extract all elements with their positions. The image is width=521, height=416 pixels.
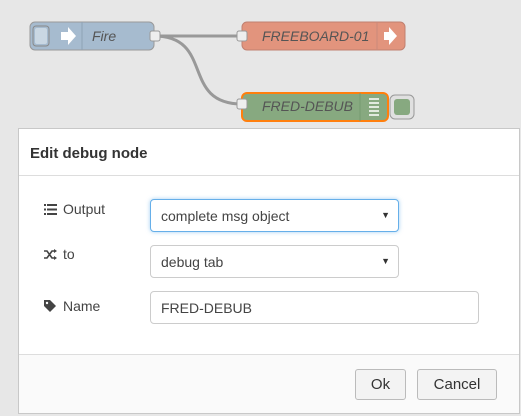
to-select[interactable]: debug tab ▼ bbox=[150, 245, 399, 278]
inject-node-fire[interactable]: Fire bbox=[29, 21, 161, 51]
flow-canvas: Fire FREEBOARD-01 FRED-DEBUB bbox=[29, 21, 415, 122]
dialog-footer: Ok Cancel bbox=[19, 354, 519, 413]
caret-down-icon: ▼ bbox=[381, 256, 390, 266]
name-input[interactable] bbox=[150, 291, 479, 324]
debug-node-label: FRED-DEBUB bbox=[262, 98, 353, 114]
list-icon bbox=[369, 98, 379, 116]
shuffle-icon bbox=[44, 248, 58, 260]
output-port[interactable] bbox=[149, 30, 161, 42]
to-select-value: debug tab bbox=[161, 253, 224, 270]
output-select-value: complete msg object bbox=[161, 207, 290, 224]
input-port[interactable] bbox=[236, 30, 248, 42]
output-node-freeboard[interactable]: FREEBOARD-01 bbox=[236, 21, 406, 51]
caret-down-icon: ▼ bbox=[381, 210, 390, 220]
to-label: to bbox=[63, 246, 75, 262]
name-label: Name bbox=[63, 298, 101, 314]
name-row: Name bbox=[44, 298, 100, 314]
dialog-title: Edit debug node bbox=[19, 129, 519, 176]
arrow-right-icon bbox=[61, 27, 76, 45]
input-port[interactable] bbox=[236, 98, 248, 110]
edit-debug-node-dialog: Edit debug node Output complete msg obje… bbox=[18, 128, 520, 414]
output-row: Output bbox=[44, 201, 105, 217]
cancel-button[interactable]: Cancel bbox=[417, 369, 497, 400]
ok-button[interactable]: Ok bbox=[355, 369, 406, 400]
output-select[interactable]: complete msg object ▼ bbox=[150, 199, 399, 232]
output-label: Output bbox=[63, 201, 106, 217]
tag-icon bbox=[44, 300, 58, 312]
output-node-label: FREEBOARD-01 bbox=[262, 28, 369, 44]
wire-fire-to-debug[interactable] bbox=[153, 34, 243, 106]
list-icon bbox=[44, 203, 58, 215]
to-row: to bbox=[44, 246, 75, 262]
inject-node-label: Fire bbox=[92, 28, 116, 44]
arrow-right-icon bbox=[384, 27, 397, 45]
debug-node-fred-debub[interactable]: FRED-DEBUB bbox=[236, 92, 415, 122]
